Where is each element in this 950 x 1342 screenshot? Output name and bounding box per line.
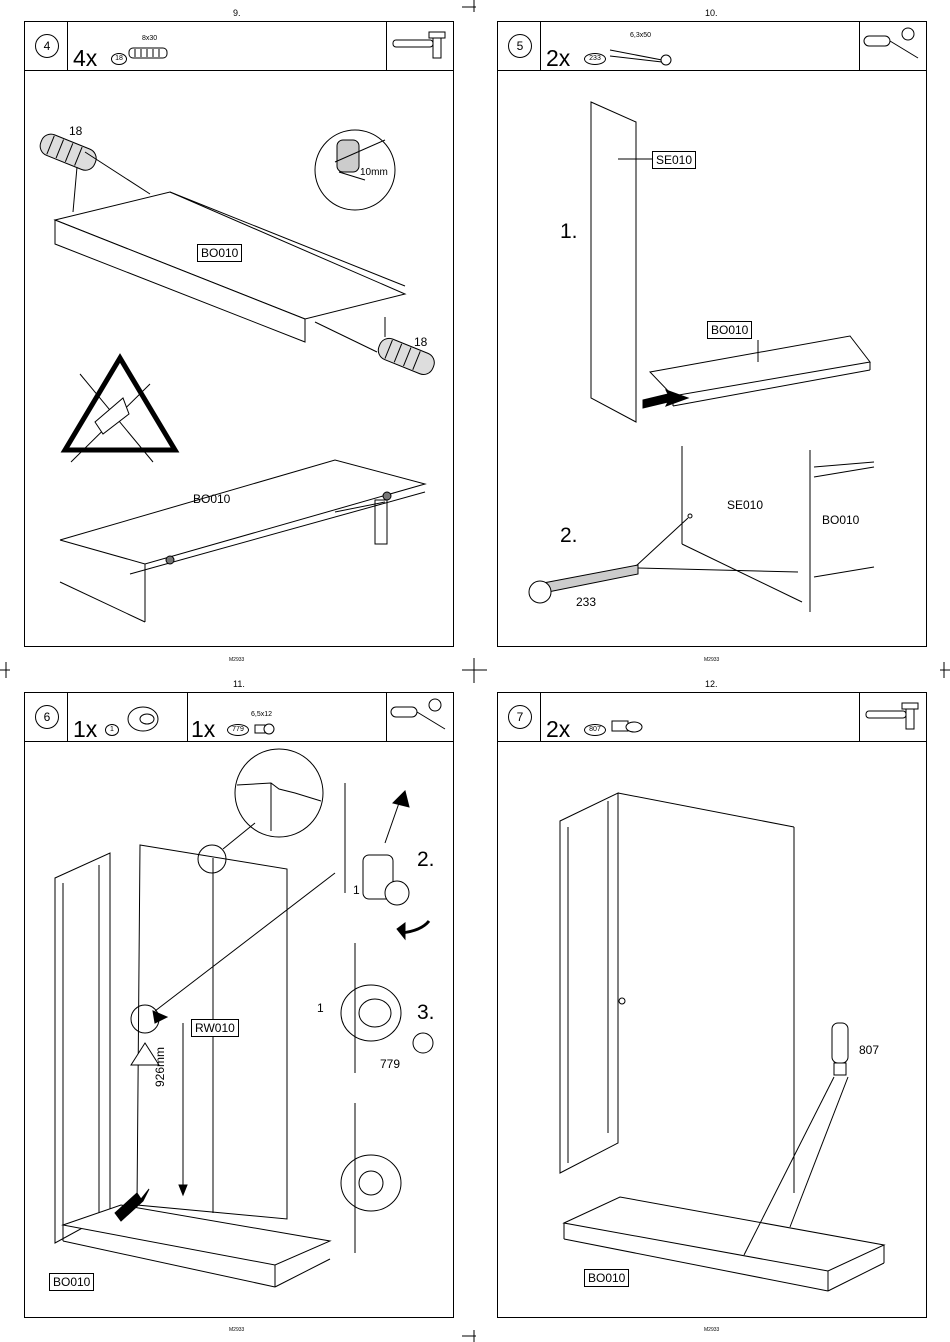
part-label: 1 [317, 1001, 324, 1015]
footer-code: M2933 [704, 1327, 719, 1333]
measurement-label: 926mm [153, 1047, 167, 1087]
part-code-label: BO010 [822, 513, 859, 527]
footer-code: M2933 [229, 657, 244, 663]
dowel-label: 18 [69, 124, 82, 138]
instruction-panel-12: 7 2x 807 807 BO010 [497, 692, 927, 1318]
part-label: 1 [353, 883, 360, 897]
page-number: 11. [233, 679, 245, 689]
part-label: 807 [859, 1043, 879, 1057]
part-code-label: BO010 [197, 244, 242, 262]
part-code-label: BO010 [193, 492, 230, 506]
screw-label: 779 [380, 1057, 400, 1071]
page-number: 12. [705, 679, 718, 689]
part-code-label: SE010 [652, 151, 696, 169]
assembly-drawing-11 [25, 693, 455, 1319]
substep-number: 2. [560, 524, 578, 548]
part-code-label: RW010 [191, 1019, 239, 1037]
footer-code: M2933 [704, 657, 719, 663]
part-code-label: BO010 [49, 1273, 94, 1291]
part-code-label: BO010 [584, 1269, 629, 1287]
assembly-drawing-9 [25, 22, 455, 648]
substep-number: 2. [417, 848, 435, 872]
instruction-panel-11: 6 1x 1 1x 779 6,5x12 [24, 692, 454, 1318]
footer-code: M2933 [229, 1327, 244, 1333]
instruction-panel-10: 5 2x 233 6,3x50 SE010 1. BO010 [497, 21, 927, 647]
substep-number: 3. [417, 1001, 435, 1025]
part-code-label: SE010 [727, 498, 763, 512]
assembly-drawing-12 [498, 693, 928, 1319]
substep-number: 1. [560, 220, 578, 244]
measurement-label: 10mm [360, 167, 388, 178]
part-code-label: BO010 [707, 321, 752, 339]
page-number: 9. [233, 8, 241, 18]
page-number: 10. [705, 8, 718, 18]
screw-label: 233 [576, 595, 596, 609]
dowel-label: 18 [414, 335, 427, 349]
instruction-panel-9: 4 4x 18 8x30 [24, 21, 454, 647]
